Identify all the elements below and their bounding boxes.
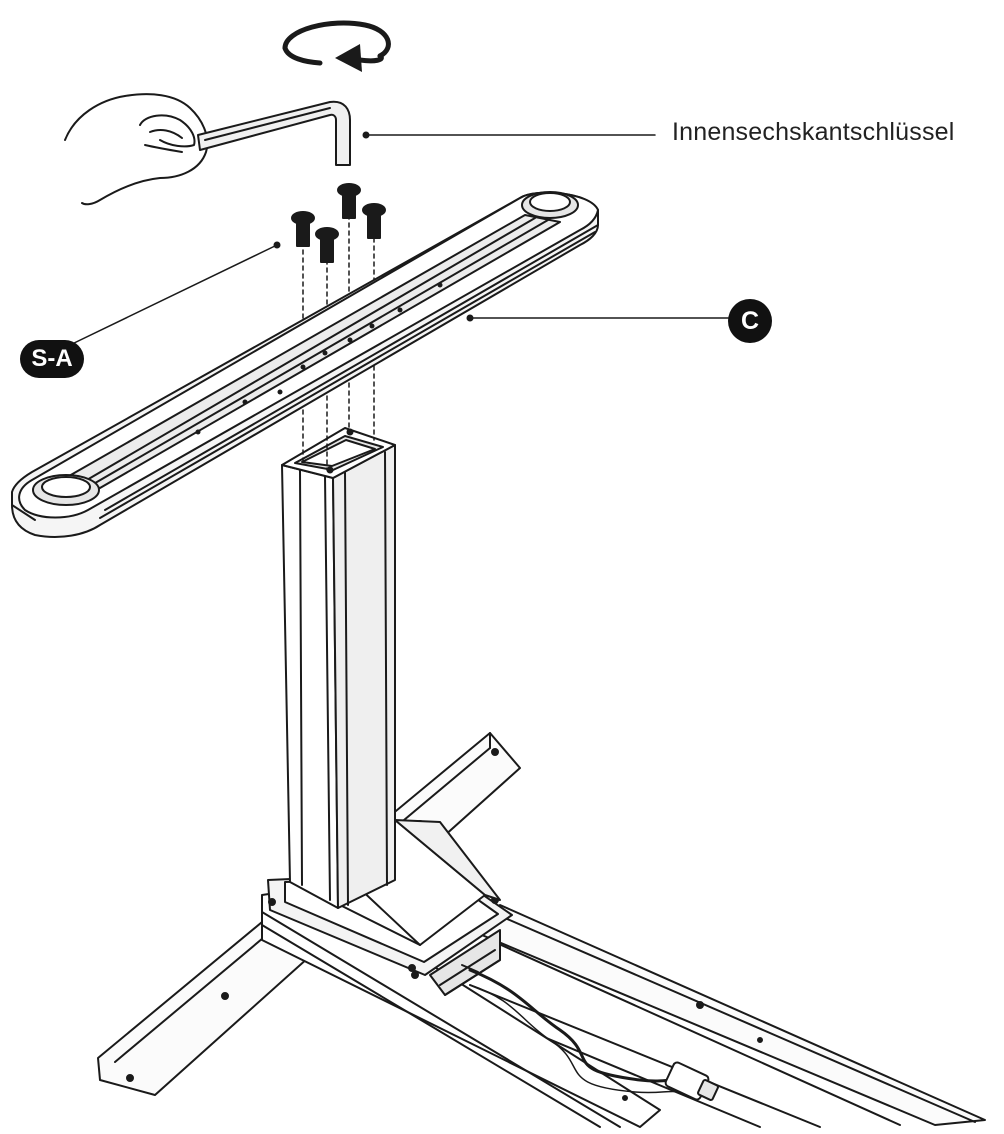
allen-key-icon xyxy=(198,102,350,165)
frame-rails xyxy=(455,905,985,1127)
screw-icon xyxy=(316,228,338,262)
screws xyxy=(292,184,385,262)
top-bracket xyxy=(12,192,598,537)
screw-icon xyxy=(363,204,385,238)
screw-icon xyxy=(338,184,360,218)
top-bracket-badge: C xyxy=(728,299,772,343)
screws-badge: S-A xyxy=(20,340,84,378)
screw-icon xyxy=(292,212,314,246)
lifting-column xyxy=(282,428,395,908)
leader-lines xyxy=(70,131,728,346)
rotation-arrow-icon xyxy=(285,23,388,72)
cable xyxy=(462,965,719,1101)
allen-key-label: Innensechskantschlüssel xyxy=(672,118,955,146)
hand-icon xyxy=(65,94,207,204)
